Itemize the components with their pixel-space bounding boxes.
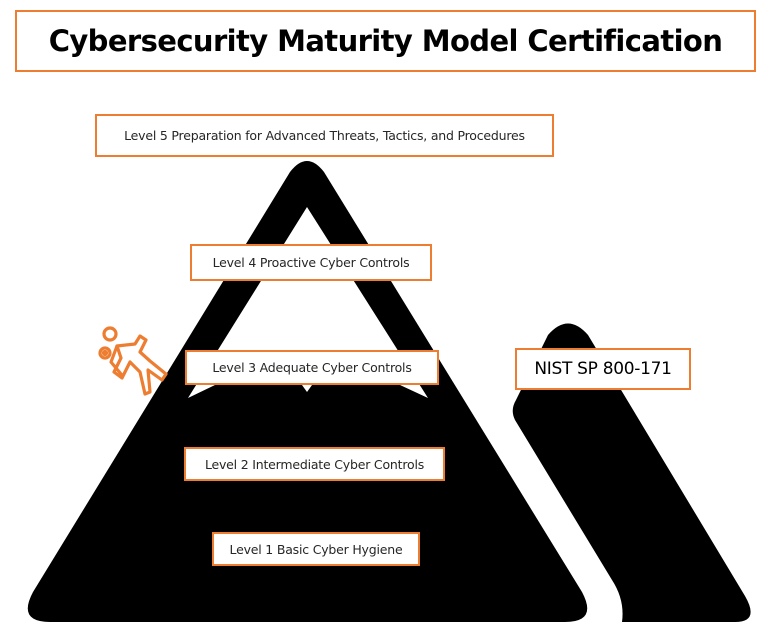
nist-label: NIST SP 800-171 <box>515 348 691 390</box>
level-5-text: Level 5 Preparation for Advanced Threats… <box>124 128 525 143</box>
level-1-text: Level 1 Basic Cyber Hygiene <box>229 541 403 557</box>
level-4-text: Level 4 Proactive Cyber Controls <box>212 255 410 270</box>
level-4-label: Level 4 Proactive Cyber Controls <box>190 244 432 281</box>
page-title: Cybersecurity Maturity Model Certificati… <box>15 10 756 72</box>
level-3-text: Level 3 Adequate Cyber Controls <box>212 360 412 375</box>
level-2-text: Level 2 Intermediate Cyber Controls <box>204 456 425 472</box>
level-3-label: Level 3 Adequate Cyber Controls <box>185 350 439 385</box>
level-5-label: Level 5 Preparation for Advanced Threats… <box>95 114 554 157</box>
climber-icon <box>98 326 168 396</box>
nist-text: NIST SP 800-171 <box>534 359 672 379</box>
level-1-label: Level 1 Basic Cyber Hygiene <box>212 532 420 566</box>
level-2-label: Level 2 Intermediate Cyber Controls <box>184 447 445 481</box>
title-text: Cybersecurity Maturity Model Certificati… <box>48 24 723 58</box>
side-mountain-icon <box>512 323 751 622</box>
